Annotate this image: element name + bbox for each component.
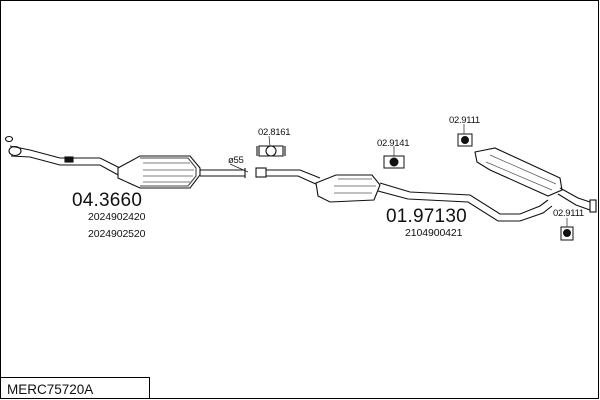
- rear-muffler: [474, 147, 597, 213]
- rubber-mount-rear-lower-icon: [560, 226, 574, 241]
- pipe-diameter-label: ø55: [228, 155, 244, 166]
- assembly-code-box: MERC75720A: [0, 377, 150, 399]
- front-pipe-oem-code-1: 2024902420: [88, 211, 146, 223]
- rubber-mount-rear-upper-icon: [457, 133, 473, 147]
- center-muffler-part-number: 01.97130: [386, 206, 467, 227]
- center-muffler: [315, 174, 553, 222]
- assembly-code: MERC75720A: [7, 382, 94, 397]
- clamp-part: [256, 145, 286, 157]
- intermediate-pipe: [255, 167, 321, 186]
- center-muffler-oem-code: 2104900421: [405, 227, 463, 239]
- front-pipe-with-catalyst: [4, 135, 246, 189]
- clamp-part-number: 02.8161: [258, 127, 291, 138]
- front-pipe-oem-code-2: 2024902520: [88, 228, 146, 240]
- leader-lines: [229, 124, 568, 227]
- front-pipe-part-number: 04.3660: [72, 190, 143, 211]
- rubber-mount-center-part-number: 02.9141: [377, 138, 410, 149]
- rubber-mount-center-icon: [383, 155, 405, 169]
- rubber-mount-rear-lower-part-number: 02.9111: [553, 208, 584, 219]
- rubber-mount-rear-upper-part-number: 02.9111: [449, 115, 480, 126]
